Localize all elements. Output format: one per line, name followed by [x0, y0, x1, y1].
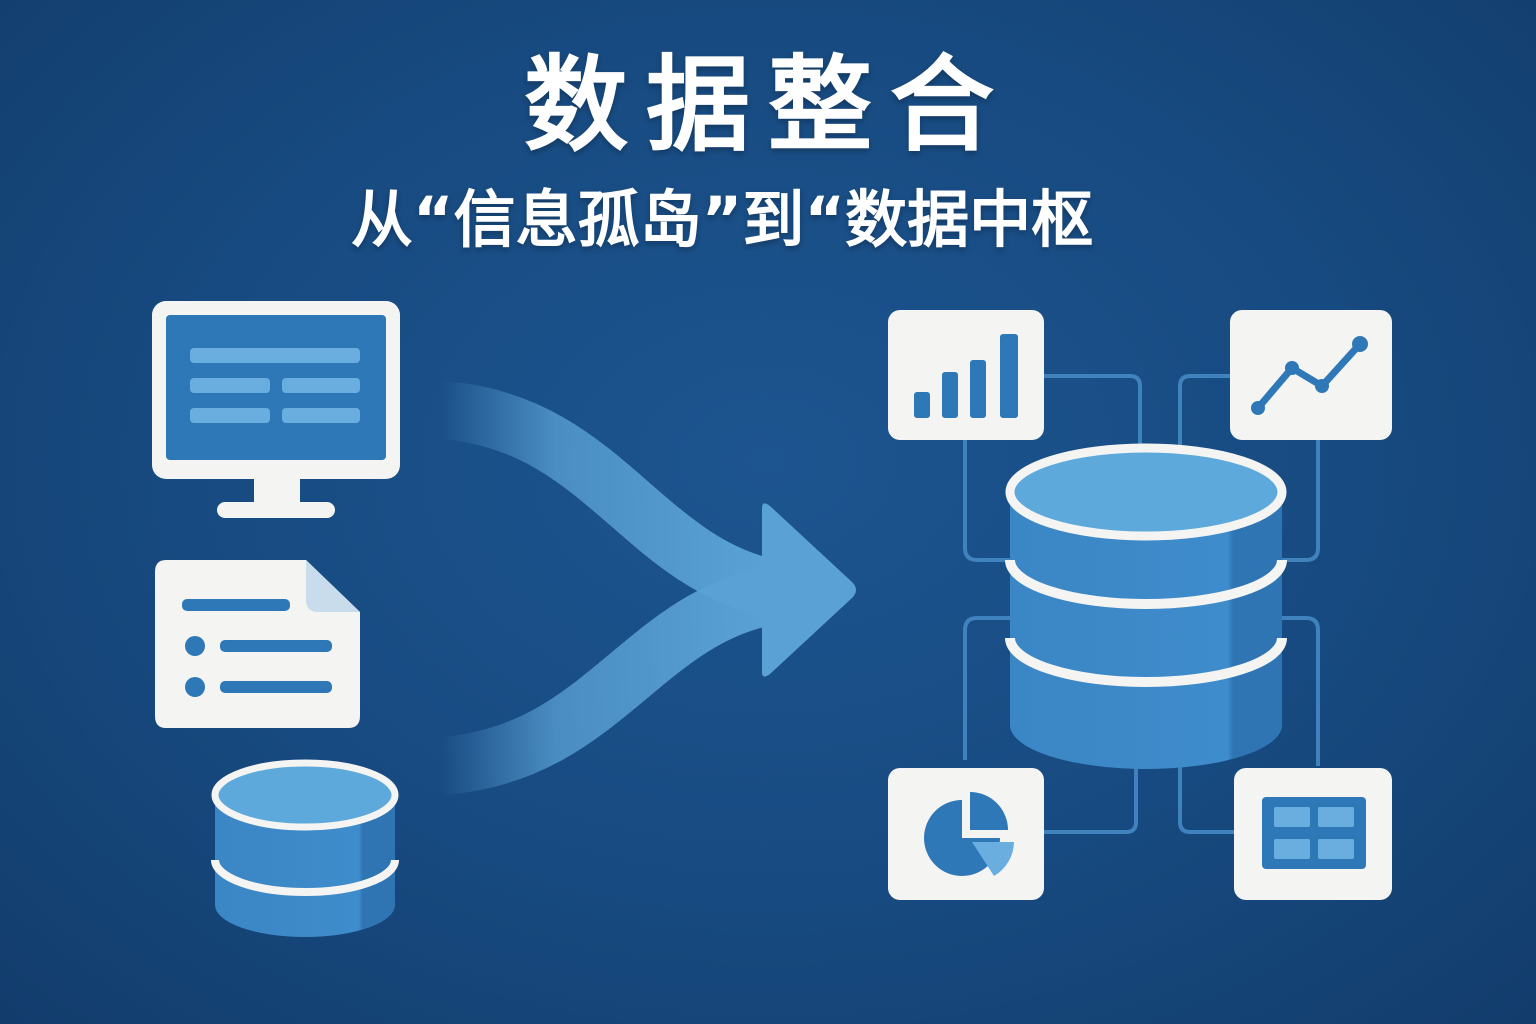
central-database-icon — [1005, 443, 1287, 769]
document-icon — [155, 560, 360, 728]
line-chart-icon — [1230, 310, 1392, 440]
grid-table-icon — [1234, 768, 1392, 900]
page-title: 数据整合 — [523, 44, 1012, 166]
bar-chart-icon — [888, 310, 1044, 440]
monitor-icon — [152, 301, 400, 518]
hub-connectors — [963, 374, 1320, 834]
page-subtitle: 从“信息孤岛”到“数据中枢 — [350, 183, 1094, 256]
database-icon — [211, 759, 399, 937]
flow-arrow — [437, 381, 856, 795]
pie-chart-icon — [888, 768, 1044, 900]
